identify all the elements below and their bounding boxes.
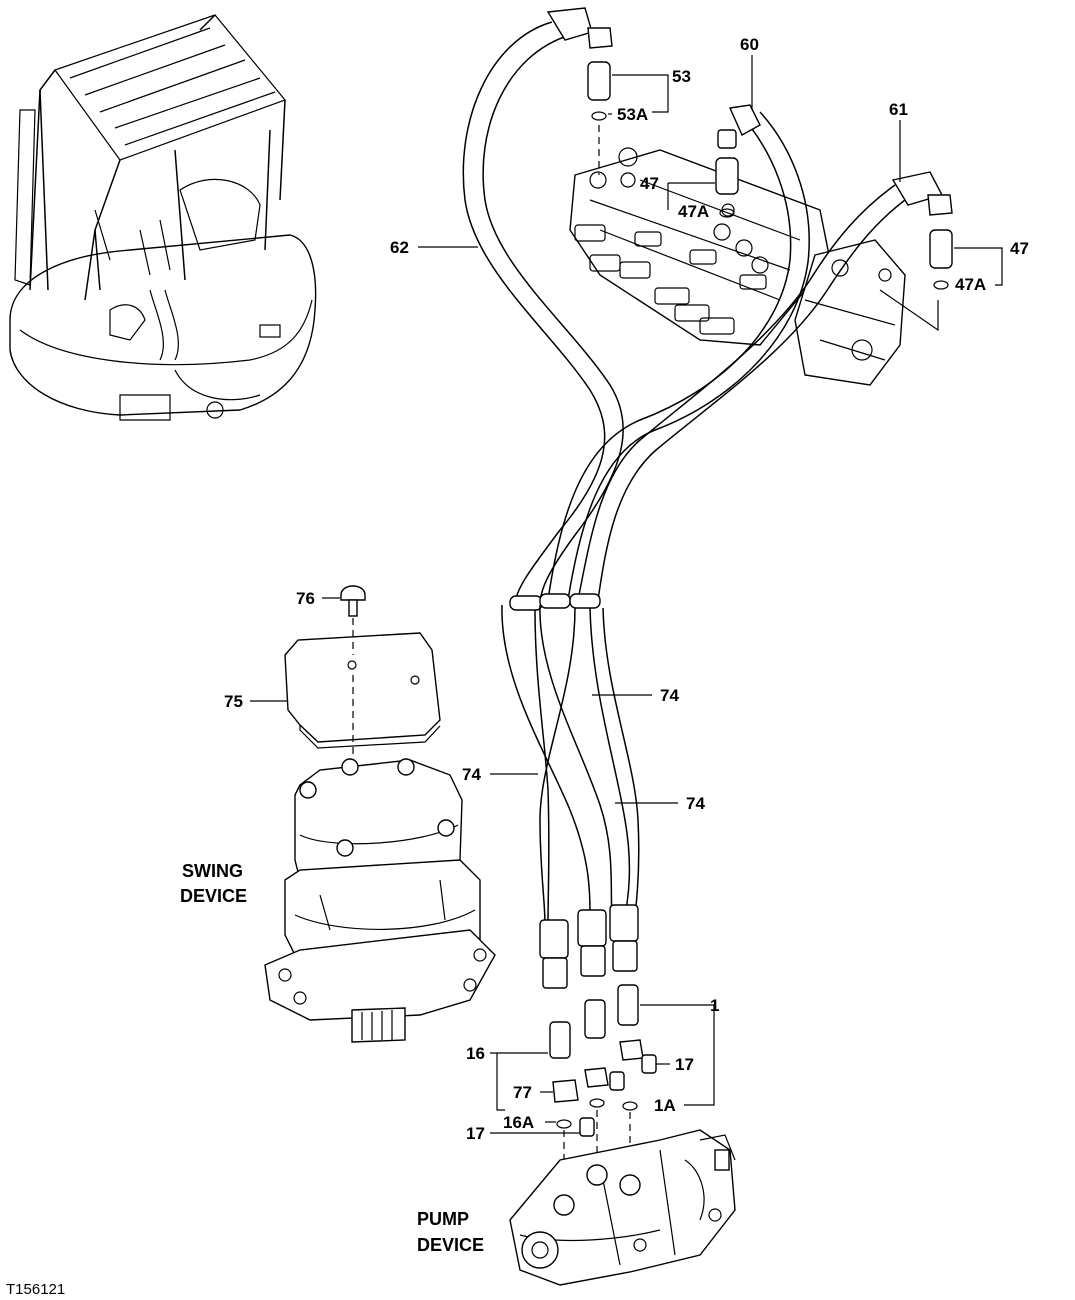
hose-61 [577, 171, 953, 601]
callout-17-right: 17 [675, 1055, 694, 1074]
excavator-overview-illustration [9, 14, 317, 421]
callout-53: 53 [672, 67, 691, 86]
callout-47a-right: 47A [955, 275, 986, 294]
swing-device-label-line2: DEVICE [180, 886, 247, 906]
callout-47-top: 47 [640, 174, 659, 193]
callout-1: 1 [710, 996, 719, 1015]
callout-16a: 16A [503, 1113, 534, 1132]
swing-device-label-line1: SWING [182, 861, 243, 881]
adapter-47-right [929, 229, 953, 290]
hose-sleeves [509, 593, 601, 611]
callout-47a-top: 47A [678, 202, 709, 221]
control-valve-assembly [569, 147, 906, 386]
callout-62: 62 [390, 238, 409, 257]
callout-16: 16 [466, 1044, 485, 1063]
callout-47-right: 47 [1010, 239, 1029, 258]
hose-74-group [501, 604, 640, 989]
callout-61: 61 [889, 100, 908, 119]
pump-device-label-line2: DEVICE [417, 1235, 484, 1255]
callout-75: 75 [224, 692, 243, 711]
callout-53a: 53A [617, 105, 648, 124]
hose-62 [462, 7, 624, 606]
pump-device-label-line1: PUMP [417, 1209, 469, 1229]
callout-74-left: 74 [462, 765, 481, 784]
callout-17-left: 17 [466, 1124, 485, 1143]
figure-id: T156121 [6, 1281, 65, 1298]
callout-74-lower: 74 [686, 794, 705, 813]
callout-77: 77 [513, 1083, 532, 1102]
callout-1a: 1A [654, 1096, 676, 1115]
adapter-47-top [715, 129, 739, 218]
device-captions: SWING DEVICE PUMP DEVICE [180, 861, 484, 1255]
adapter-53 [587, 61, 611, 175]
callout-76: 76 [296, 589, 315, 608]
callout-60: 60 [740, 35, 759, 54]
callout-74-right: 74 [660, 686, 679, 705]
leader-lines [250, 55, 1003, 1134]
swing-device-illustration [264, 585, 496, 1043]
pump-device-illustration [509, 1129, 736, 1286]
callout-labels: 53 53A 60 61 47 47A 47 47A 62 76 75 74 7… [224, 35, 1029, 1143]
